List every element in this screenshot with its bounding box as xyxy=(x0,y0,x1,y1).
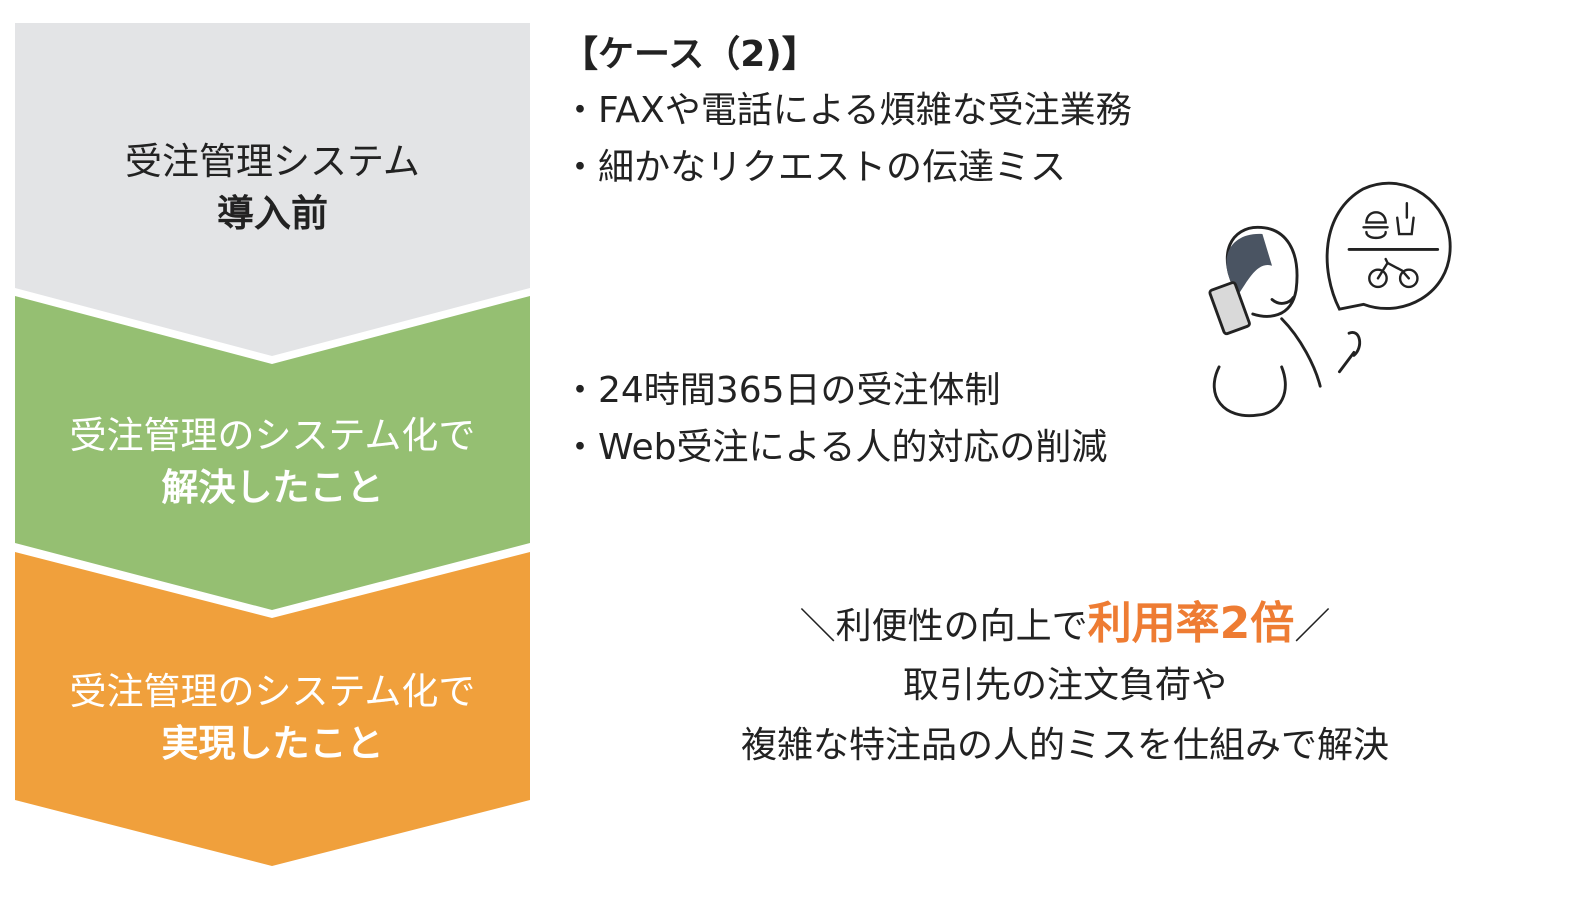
achieved-highlight: 利用率2倍 xyxy=(1087,598,1295,649)
speech-bubble-icon xyxy=(1325,181,1452,311)
stage-solved-line2: 解決したこと xyxy=(161,466,384,509)
achieved-headline: ＼利便性の向上で利用率2倍／ xyxy=(600,594,1530,657)
stage-solved: 受注管理のシステム化で 解決したこと xyxy=(15,410,530,514)
solved-item: ・Web受注による人的対応の削減 xyxy=(562,427,1108,468)
achieved-line3: 複雑な特注品の人的ミスを仕組みで解決 xyxy=(740,725,1389,766)
person-icon xyxy=(1208,225,1362,418)
stage-before: 受注管理システム 導入前 xyxy=(15,136,530,240)
stage-achieved-line1: 受注管理のシステム化で xyxy=(69,670,476,713)
stage-before-shape xyxy=(15,23,530,356)
stage-solved-shape xyxy=(15,296,530,610)
bicycle-icon xyxy=(1368,257,1419,289)
before-item: ・FAXや電話による煩雑な受注業務 xyxy=(562,90,1132,131)
stage-achieved-line2: 実現したこと xyxy=(161,722,384,765)
stage-achieved-shape xyxy=(15,552,530,866)
stage-before-line2: 導入前 xyxy=(217,192,328,235)
drink-icon xyxy=(1396,202,1415,236)
before-item: ・細かなリクエストの伝達ミス xyxy=(562,147,1067,188)
achieved-prefix: ＼利便性の向上で xyxy=(799,606,1088,647)
person-phone-order-illustration xyxy=(1208,181,1452,418)
case-title: 【ケース（2)】 xyxy=(562,34,818,75)
solved-item: ・24時間365日の受注体制 xyxy=(562,370,1001,411)
achieved-suffix: ／ xyxy=(1294,606,1331,647)
stage-solved-line1: 受注管理のシステム化で xyxy=(69,414,476,457)
achieved-line2: 取引先の注文負荷や xyxy=(902,665,1227,706)
burger-icon xyxy=(1362,211,1389,240)
stage-achieved: 受注管理のシステム化で 実現したこと xyxy=(15,666,530,770)
stage-before-line1: 受注管理システム xyxy=(125,140,420,183)
